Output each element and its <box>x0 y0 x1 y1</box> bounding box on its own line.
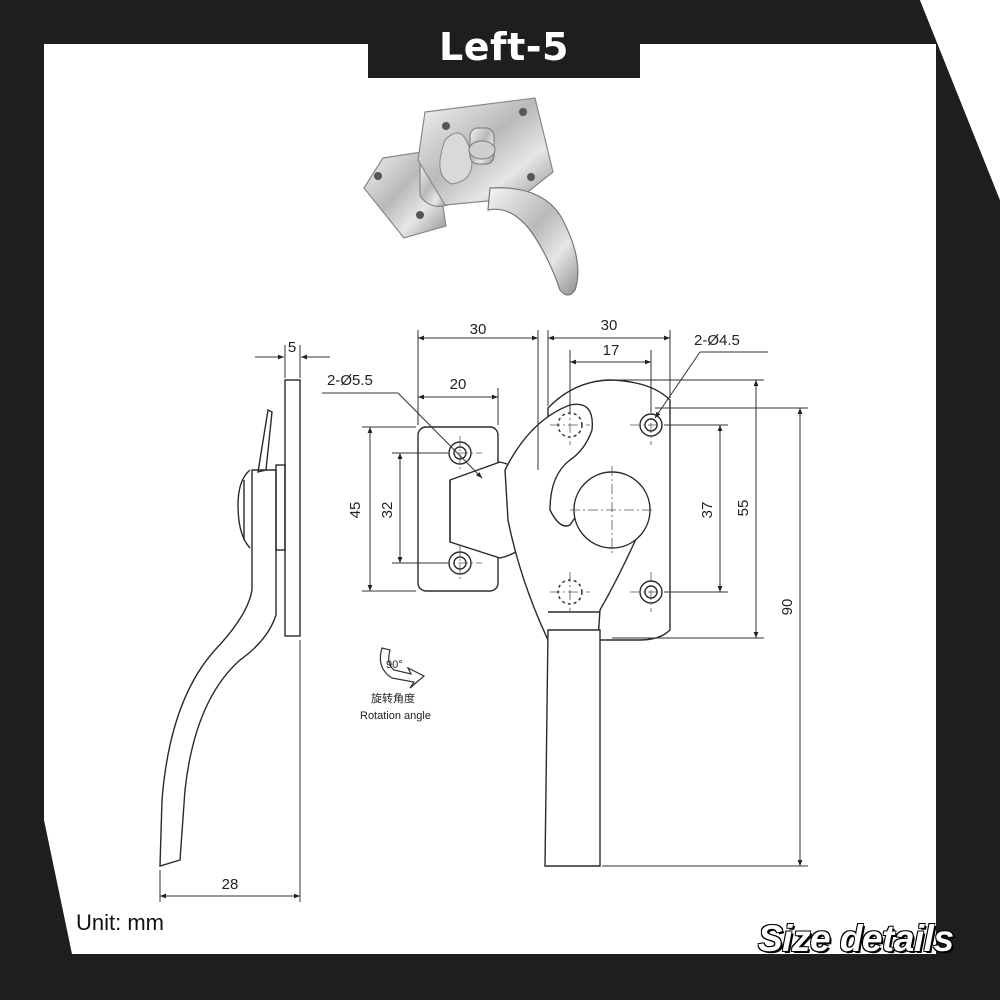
rotation-angle: 90° <box>386 659 403 671</box>
front-view <box>417 379 671 867</box>
size-details-badge: Size details <box>758 918 954 959</box>
rotation-indicator: 90° 旋转角度 Rotation angle <box>360 647 431 722</box>
unit-label: Unit: mm <box>76 910 164 935</box>
front-dims <box>322 330 808 867</box>
dim-top-right: 30 <box>601 317 618 334</box>
page-title: Left-5 <box>368 16 640 78</box>
dim-hole-large: 2-Ø5.5 <box>327 372 373 389</box>
dim-height-55: 55 <box>735 500 752 517</box>
side-view <box>159 379 301 867</box>
dimension-labels: 5 28 30 30 17 20 2-Ø5.5 2-Ø4.5 45 32 37 … <box>222 317 796 893</box>
dim-height-37: 37 <box>699 502 716 519</box>
rotation-arrow-icon <box>379 647 426 689</box>
dim-height-32: 32 <box>379 502 396 519</box>
frame-corner <box>920 0 1000 200</box>
dim-inner-20: 20 <box>450 376 467 393</box>
dim-side-thickness: 5 <box>288 339 296 356</box>
dim-height-45: 45 <box>347 502 364 519</box>
product-photo <box>363 97 579 296</box>
dim-top-left: 30 <box>470 321 487 338</box>
rotation-label-cn: 旋转角度 <box>371 691 415 705</box>
dim-height-90: 90 <box>779 599 796 616</box>
side-dims <box>159 345 330 902</box>
dim-inner-17: 17 <box>603 342 620 359</box>
dim-side-width: 28 <box>222 876 239 893</box>
rotation-label-en: Rotation angle <box>360 710 431 722</box>
dim-hole-small: 2-Ø4.5 <box>694 332 740 349</box>
